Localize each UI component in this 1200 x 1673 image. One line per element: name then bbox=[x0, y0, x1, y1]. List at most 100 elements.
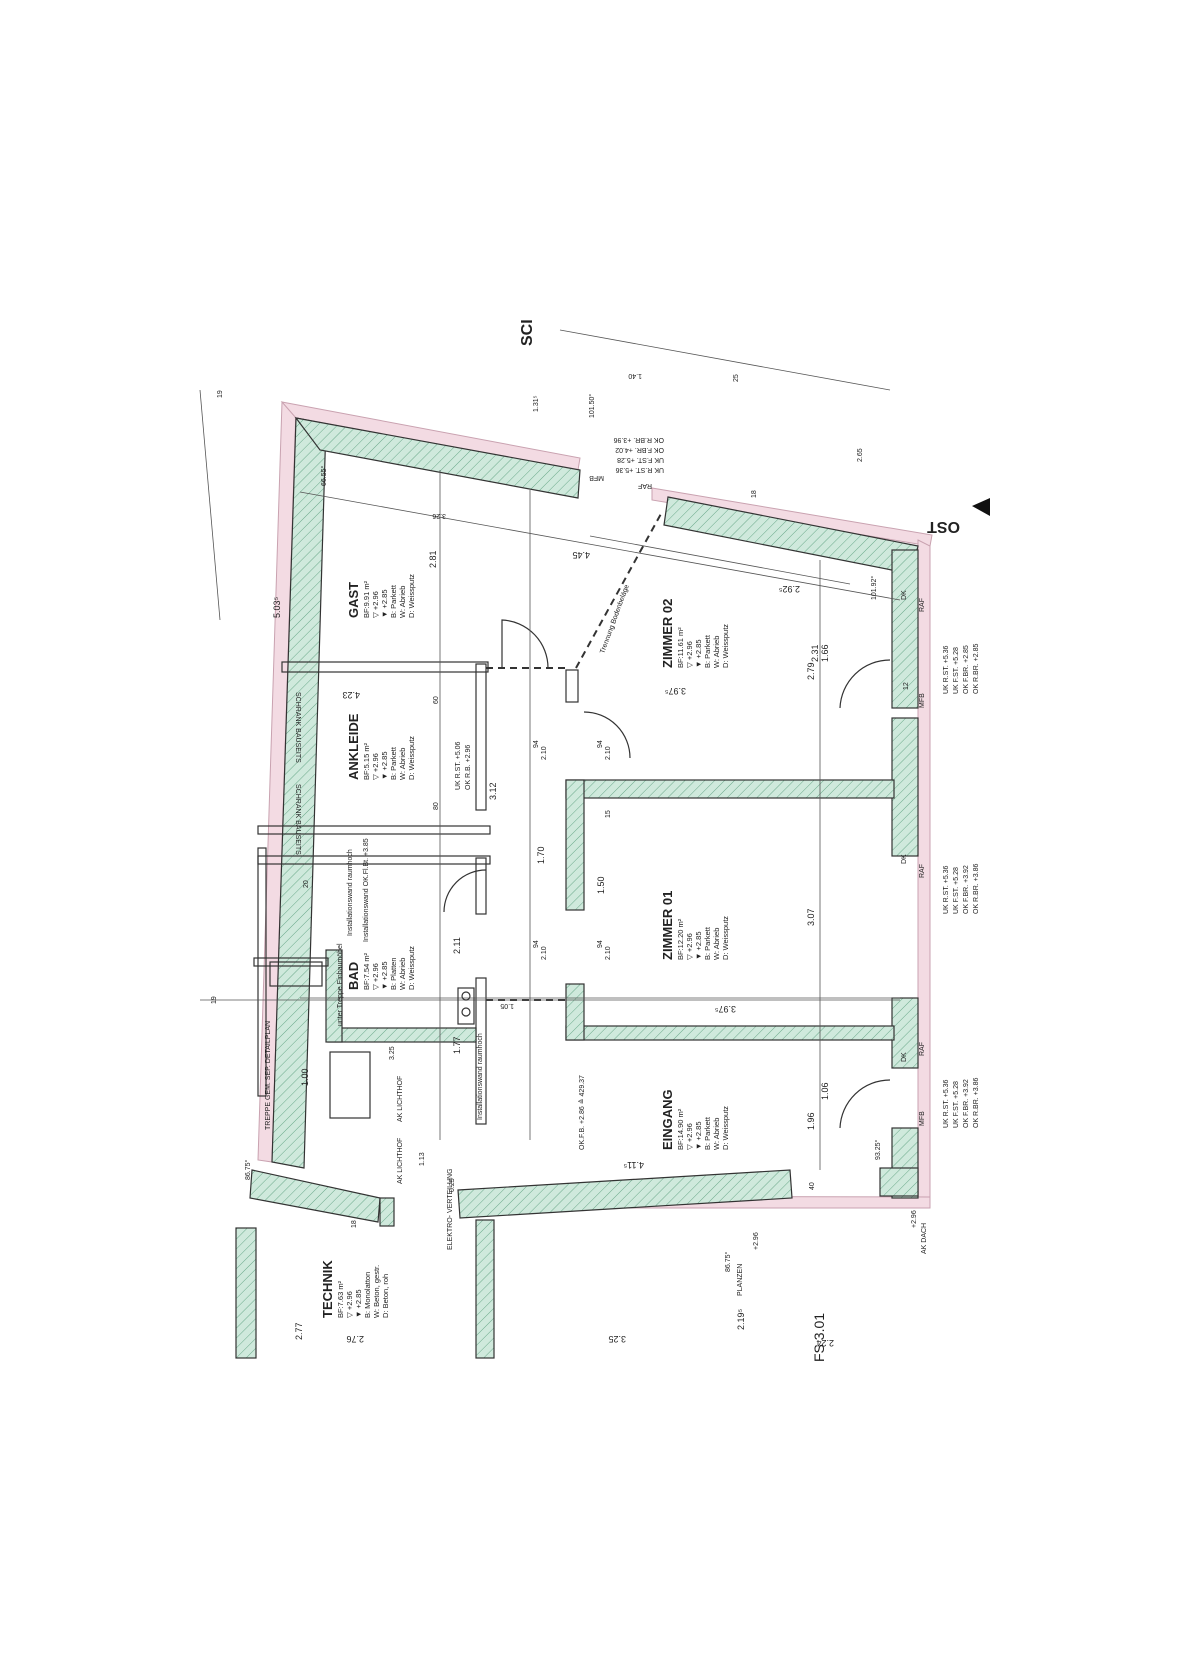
svg-text:2.79: 2.79 bbox=[806, 662, 816, 680]
schrank-label: SCHRANK BAUSEITS bbox=[294, 692, 301, 763]
room-info: ▽ +2.96 bbox=[371, 753, 380, 780]
svg-text:18: 18 bbox=[751, 490, 758, 498]
room-info: BF:7.63 m² bbox=[336, 1280, 345, 1318]
svg-text:5.03⁵: 5.03⁵ bbox=[272, 596, 282, 618]
room-info: ▽ +2.96 bbox=[685, 1123, 694, 1150]
window-tags: RAF MFB RAF RAF MFB DK DK DK RAF MFB bbox=[589, 474, 926, 1126]
svg-text:1.31⁵: 1.31⁵ bbox=[533, 395, 540, 412]
svg-text:2.65: 2.65 bbox=[857, 448, 864, 462]
tag-dk: DK bbox=[901, 1052, 908, 1062]
insulation-band bbox=[257, 401, 933, 1209]
room-info: W: Abrieb bbox=[398, 958, 407, 990]
room-info: D: Weissputz bbox=[407, 574, 416, 618]
room-name: ZIMMER 02 bbox=[660, 599, 675, 668]
room-info: W: Abrieb bbox=[712, 928, 721, 960]
room-info: BF:12.20 m² bbox=[676, 918, 685, 960]
svg-text:1.66: 1.66 bbox=[820, 644, 830, 662]
svg-text:2.10: 2.10 bbox=[605, 946, 612, 960]
room-info: ▽ +2.96 bbox=[685, 641, 694, 668]
svg-text:OK R.BR. +3.86: OK R.BR. +3.86 bbox=[973, 864, 980, 914]
svg-text:3.25: 3.25 bbox=[608, 1334, 626, 1344]
svg-text:94: 94 bbox=[533, 940, 540, 948]
window-spec-right2: UK R.ST. +5.36 UK F.ST. +5.28 OK F.BR. +… bbox=[943, 864, 980, 914]
svg-text:UK F.ST. +5.28: UK F.ST. +5.28 bbox=[617, 456, 664, 463]
dashed-lines bbox=[486, 511, 663, 1001]
svg-text:4.11⁵: 4.11⁵ bbox=[623, 1160, 644, 1170]
doors bbox=[443, 619, 891, 1129]
svg-text:UK F.ST. +5.28: UK F.ST. +5.28 bbox=[953, 647, 960, 694]
svg-text:25: 25 bbox=[733, 374, 740, 382]
planzen-label: PLANZEN bbox=[737, 1264, 744, 1296]
room-info: ▼ +2.85 bbox=[380, 590, 389, 618]
svg-text:2.11: 2.11 bbox=[452, 937, 462, 954]
lichthof-label: AK LICHTHOF bbox=[397, 1138, 404, 1184]
svg-text:1.70: 1.70 bbox=[536, 846, 546, 864]
room-info: D: Weissputz bbox=[721, 1106, 730, 1150]
tag-mfb: MFB bbox=[589, 474, 604, 481]
svg-text:1.96: 1.96 bbox=[806, 1112, 816, 1130]
room-info: W: Abrieb bbox=[398, 586, 407, 618]
svg-text:4.45: 4.45 bbox=[572, 550, 590, 560]
room-info: D: Weissputz bbox=[721, 916, 730, 960]
svg-text:93.25°: 93.25° bbox=[874, 1139, 882, 1160]
svg-text:+2.96: +2.96 bbox=[911, 1210, 918, 1228]
bath-fixtures bbox=[269, 961, 475, 1119]
schrank-label: SCHRANK BAUSEITS bbox=[294, 784, 301, 855]
svg-text:UK R.ST. +5.36: UK R.ST. +5.36 bbox=[943, 865, 950, 914]
svg-text:94: 94 bbox=[597, 740, 604, 748]
dimension-lines bbox=[199, 329, 901, 1170]
room-name: BAD bbox=[346, 962, 361, 990]
svg-text:2.81: 2.81 bbox=[428, 550, 438, 568]
room-info: ▽ +2.96 bbox=[685, 933, 694, 960]
room-info: D: Weissputz bbox=[407, 946, 416, 990]
north-arrow-icon bbox=[972, 498, 990, 516]
svg-text:OK R.BR. +3.96: OK R.BR. +3.96 bbox=[614, 436, 664, 443]
room-eingang: EINGANG BF:14.90 m² ▽ +2.96 ▼ +2.85 B: P… bbox=[660, 1089, 730, 1150]
svg-text:86.75°: 86.75° bbox=[724, 1251, 732, 1272]
tag-raf: RAF bbox=[638, 482, 652, 489]
exterior-walls bbox=[235, 417, 919, 1359]
svg-text:2.10: 2.10 bbox=[541, 946, 548, 960]
svg-text:2.77: 2.77 bbox=[294, 1322, 304, 1340]
room-ankleide: ANKLEIDE BF:5.15 m² ▽ +2.96 ▼ +2.85 B: P… bbox=[346, 713, 416, 780]
svg-text:15: 15 bbox=[605, 810, 612, 818]
untere-treppe-label: unter Treppe Einbaumöbel bbox=[337, 943, 344, 1026]
installationswand-label: Installationswand OK.Fl.Bt. +3.85 bbox=[363, 838, 370, 942]
room-info: ▼ +2.85 bbox=[380, 962, 389, 990]
tag-raf: RAF bbox=[919, 598, 926, 612]
room-info: BF:5.15 m² bbox=[362, 742, 371, 780]
room-info: D: Beton, roh bbox=[381, 1274, 390, 1318]
svg-text:18: 18 bbox=[351, 1220, 358, 1228]
svg-text:2.19⁵: 2.19⁵ bbox=[736, 1308, 746, 1330]
svg-text:OK F.BR. +2.85: OK F.BR. +2.85 bbox=[963, 645, 970, 694]
window-spec-top: UK R.ST. +5.36 UK F.ST. +5.28 OK F.BR. +… bbox=[614, 436, 664, 473]
dimension-texts: 4.45 3.12 3.07 2.79 2.81 2.92⁵ 4.23 4.11… bbox=[211, 372, 918, 1348]
room-info: B: Parkett bbox=[703, 634, 712, 668]
tag-raf: RAF bbox=[919, 1042, 926, 1056]
tag-raf: RAF bbox=[919, 864, 926, 878]
window-spec-right1: UK R.ST. +5.36 UK F.ST. +5.28 OK F.BR. +… bbox=[943, 644, 980, 694]
window-spec-right3: UK R.ST. +5.36 UK F.ST. +5.28 OK F.BR. +… bbox=[943, 1078, 980, 1128]
svg-text:19: 19 bbox=[211, 996, 218, 1004]
room-info: BF:9.91 m² bbox=[362, 580, 371, 618]
room-info: BF:11.61 m² bbox=[676, 627, 685, 668]
room-info: W: Beton, gestr. bbox=[372, 1265, 381, 1318]
room-info: ▼ +2.85 bbox=[694, 932, 703, 960]
svg-text:UK R.ST. +5.36: UK R.ST. +5.36 bbox=[943, 645, 950, 694]
svg-text:3.26: 3.26 bbox=[432, 512, 446, 519]
svg-text:1.05: 1.05 bbox=[500, 1002, 514, 1009]
room-info: BF:14.90 m² bbox=[676, 1108, 685, 1150]
tag-dk: DK bbox=[901, 854, 908, 864]
svg-text:60: 60 bbox=[433, 696, 440, 704]
trennung-label: Trennung Bodenbeläge bbox=[599, 584, 631, 655]
tag-mfb: MFB bbox=[919, 693, 926, 708]
svg-text:86.75°: 86.75° bbox=[244, 1159, 252, 1180]
svg-text:2.10: 2.10 bbox=[605, 746, 612, 760]
svg-text:20: 20 bbox=[303, 880, 310, 888]
svg-text:94: 94 bbox=[533, 740, 540, 748]
svg-text:+2.96: +2.96 bbox=[753, 1232, 760, 1250]
svg-text:2.31: 2.31 bbox=[810, 644, 820, 662]
room-bad: BAD BF:7.54 m² ▽ +2.96 ▼ +2.85 B: Platte… bbox=[346, 946, 416, 990]
svg-text:3.97⁵: 3.97⁵ bbox=[664, 686, 686, 696]
